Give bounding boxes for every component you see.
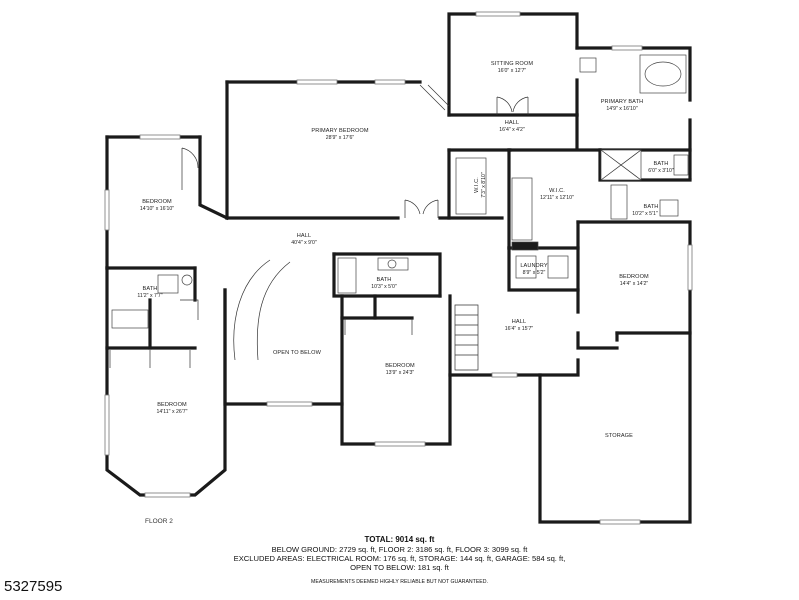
hall-right-dim: 16'4" x 15'7" bbox=[505, 326, 534, 332]
bedroom-left-bottom-label: BEDROOM bbox=[157, 402, 187, 408]
fixtures bbox=[109, 54, 689, 371]
wic-right-dim: 12'11" x 12'10" bbox=[540, 195, 574, 201]
bedroom-center-label: BEDROOM bbox=[385, 363, 415, 369]
primary-bedroom-label: PRIMARY BEDROOM bbox=[311, 128, 368, 134]
bath-left-label: BATH bbox=[143, 286, 158, 292]
bath-small-dim: 6'0" x 3'10" bbox=[648, 168, 674, 174]
hall-right-label: HALL bbox=[512, 319, 526, 325]
hall-center-dim: 40'4" x 9'0" bbox=[291, 240, 317, 246]
bedroom-center-dim: 13'9" x 24'3" bbox=[386, 370, 415, 376]
bedroom-left-top-label: BEDROOM bbox=[142, 199, 172, 205]
total-area: TOTAL: 9014 sq. ft bbox=[364, 535, 435, 544]
hall-top-label: HALL bbox=[505, 120, 519, 126]
primary-bath-dim: 14'9" x 16'10" bbox=[606, 106, 637, 112]
bath-right-dim: 10'2" x 5'1" bbox=[632, 211, 658, 217]
wic-left-dim: 7'3" x 8'10" bbox=[481, 172, 487, 198]
wic-right-label: W.I.C. bbox=[549, 188, 565, 194]
storage-label: STORAGE bbox=[605, 433, 633, 439]
sitting-room-dim: 16'0" x 12'7" bbox=[498, 68, 527, 74]
open-to-below-label: OPEN TO BELOW bbox=[273, 350, 322, 356]
bedroom-right-label: BEDROOM bbox=[619, 274, 649, 280]
bath-left-dim: 11'2" x 7'7" bbox=[137, 293, 162, 299]
laundry-label: LAUNDRY bbox=[520, 263, 547, 269]
walls bbox=[105, 12, 692, 524]
listing-id: 5327595 bbox=[4, 578, 63, 595]
wic-left-label: W.I.C. bbox=[474, 177, 480, 193]
area-breakdown: BELOW GROUND: 2729 sq. ft, FLOOR 2: 3186… bbox=[271, 545, 528, 554]
hall-top-dim: 16'4" x 4'2" bbox=[499, 127, 525, 133]
bedroom-right-dim: 14'4" x 14'2" bbox=[620, 281, 649, 287]
room-labels: SITTING ROOM 16'0" x 12'7" PRIMARY BATH … bbox=[137, 61, 674, 439]
bath-center-label: BATH bbox=[377, 277, 392, 283]
sitting-room-label: SITTING ROOM bbox=[491, 61, 533, 67]
disclaimer: MEASUREMENTS DEEMED HIGHLY RELIABLE BUT … bbox=[311, 579, 488, 585]
primary-bath-label: PRIMARY BATH bbox=[601, 99, 644, 105]
bath-right-label: BATH bbox=[644, 204, 659, 210]
open-to-below-area: OPEN TO BELOW: 181 sq. ft bbox=[350, 563, 449, 572]
bedroom-left-top-dim: 14'10" x 16'10" bbox=[140, 206, 174, 212]
laundry-dim: 8'9" x 5'2" bbox=[523, 270, 546, 276]
bath-center-dim: 10'3" x 5'0" bbox=[371, 284, 397, 290]
primary-bedroom-dim: 28'9" x 17'6" bbox=[326, 135, 355, 141]
hall-center-label: HALL bbox=[297, 233, 311, 239]
bath-small-label: BATH bbox=[654, 161, 669, 167]
bedroom-left-bottom-dim: 14'11" x 26'7" bbox=[157, 409, 188, 415]
windows bbox=[104, 11, 693, 525]
excluded-areas: EXCLUDED AREAS: ELECTRICAL ROOM: 176 sq.… bbox=[233, 554, 566, 563]
floor-label: FLOOR 2 bbox=[145, 518, 173, 525]
